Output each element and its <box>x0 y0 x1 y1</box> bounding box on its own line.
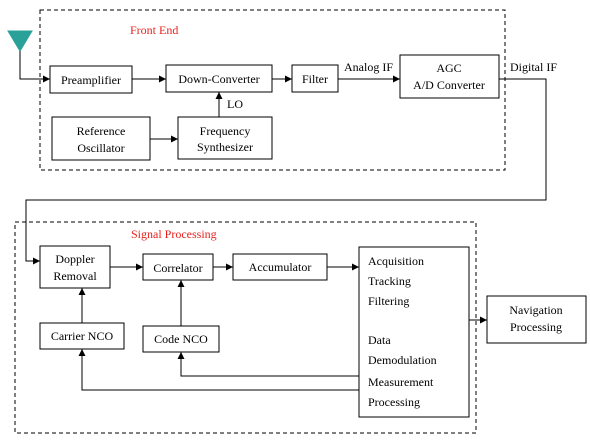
navigation-processing-block: Navigation Processing <box>486 295 587 344</box>
proc-data-label: Data <box>368 333 391 347</box>
agc-label: AGC <box>436 61 461 75</box>
filter-block: Filter <box>291 64 339 93</box>
proc-filtering-label: Filtering <box>368 294 409 308</box>
synthesizer-label: Synthesizer <box>197 140 253 154</box>
front-end-section <box>39 9 506 171</box>
antenna-to-preamplifier-arrow <box>19 60 50 83</box>
proc-processing-label: Processing <box>368 395 420 409</box>
proc-acquisition-label: Acquisition <box>368 254 424 268</box>
proc-tracking-label: Tracking <box>368 274 411 288</box>
proc-demodulation-label: Demodulation <box>368 353 437 367</box>
doppler-removal-block: Doppler Removal <box>39 245 111 289</box>
front-end-label: Front End <box>130 23 178 37</box>
reference-oscillator-block: Reference Oscillator <box>51 116 151 161</box>
digital-if-arrow <box>25 78 547 265</box>
lo-label: LO <box>227 97 243 111</box>
reference-label: Reference <box>77 124 126 138</box>
oscillator-label: Oscillator <box>77 141 124 155</box>
preamplifier-label: Preamplifier <box>61 73 121 87</box>
correlator-block: Correlator <box>142 253 214 281</box>
tracking-processor-block: Acquisition Tracking Filtering Data Demo… <box>358 246 470 418</box>
correlator-label: Correlator <box>153 261 202 275</box>
signal-processing-label: Signal Processing <box>131 227 217 241</box>
navigation-label: Navigation <box>509 303 562 317</box>
down-converter-label: Down-Converter <box>178 72 259 86</box>
preamplifier-block: Preamplifier <box>49 65 133 94</box>
down-converter-block: Down-Converter <box>165 64 273 93</box>
antenna-icon <box>7 30 33 60</box>
accumulator-label: Accumulator <box>249 260 312 274</box>
agc-adc-block: AGC A/D Converter <box>399 54 500 99</box>
code-nco-label: Code NCO <box>154 332 208 346</box>
filter-label: Filter <box>302 72 328 86</box>
carrier-nco-label: Carrier NCO <box>51 329 114 343</box>
accumulator-block: Accumulator <box>232 253 328 281</box>
analog-if-label: Analog IF <box>344 60 393 74</box>
code-nco-block: Code NCO <box>142 325 220 353</box>
navigation-processing-label: Processing <box>510 320 562 334</box>
removal-label: Removal <box>53 269 97 283</box>
processor-to-carrier-nco-arrow <box>78 349 359 391</box>
proc-measurement-label: Measurement <box>368 375 434 389</box>
frequency-label: Frequency <box>200 124 251 138</box>
digital-if-label: Digital IF <box>510 60 557 74</box>
doppler-label: Doppler <box>55 252 94 266</box>
frequency-synthesizer-block: Frequency Synthesizer <box>177 116 273 160</box>
carrier-nco-block: Carrier NCO <box>39 322 125 350</box>
adc-label: A/D Converter <box>413 78 485 92</box>
processor-to-code-nco-arrow <box>177 352 359 377</box>
